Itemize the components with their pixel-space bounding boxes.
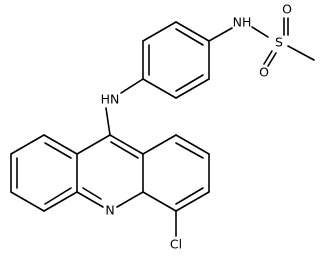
bond-right-b [175,134,210,155]
bond-ring1-bottom-right-inner [175,74,204,92]
bond-ring1-bottom-left [142,78,177,99]
bond-left-e [43,191,78,212]
bond-ring1-bottom-right [175,78,210,99]
bond-left-a-inner [44,142,72,159]
bond-left-a [43,134,78,155]
bond-left-d [10,191,45,212]
bond-s-to-methyl [287,45,315,61]
bond-right-a [142,134,177,155]
ring-nitrogen-label: N [105,203,114,218]
bond-nh-to-s [251,26,269,38]
chlorine-label: Cl [170,237,182,252]
atom-labels: NH S O O HN N Cl [101,2,292,252]
bond-amine-to-c9 [105,107,111,136]
bond-ring-to-amine [120,78,144,94]
bond-left-e-inner [44,187,72,205]
amine-nh-label: HN [101,92,120,107]
oxygen-right-label: O [282,2,292,17]
bond-c4a-n [76,191,104,208]
sulfur-label: S [275,35,283,50]
bond-ring1-top-right [175,21,210,42]
bond-c9-c8a-inner [110,141,139,159]
bond-c4a-n-inner [82,187,102,200]
bond-ring-to-nh [208,27,233,42]
bond-s-o-left-b [267,52,277,67]
sulfonamide-nh-label: NH [233,15,252,30]
bond-right-d [175,191,210,212]
bond-n-c10a [116,191,144,208]
bond-ring1-top-left [142,21,177,42]
oxygen-left-label: O [259,65,269,80]
bond-right-e [142,191,177,212]
bond-c9-c9a [76,134,111,155]
bond-right-b-inner [175,142,204,159]
bonds [10,17,315,237]
bond-left-b [10,134,45,155]
bond-s-o-left-a [263,50,273,65]
bond-c9-c8a [109,134,144,155]
bond-right-d-inner [175,187,204,205]
bond-ring1-top-right-inner [175,28,204,46]
